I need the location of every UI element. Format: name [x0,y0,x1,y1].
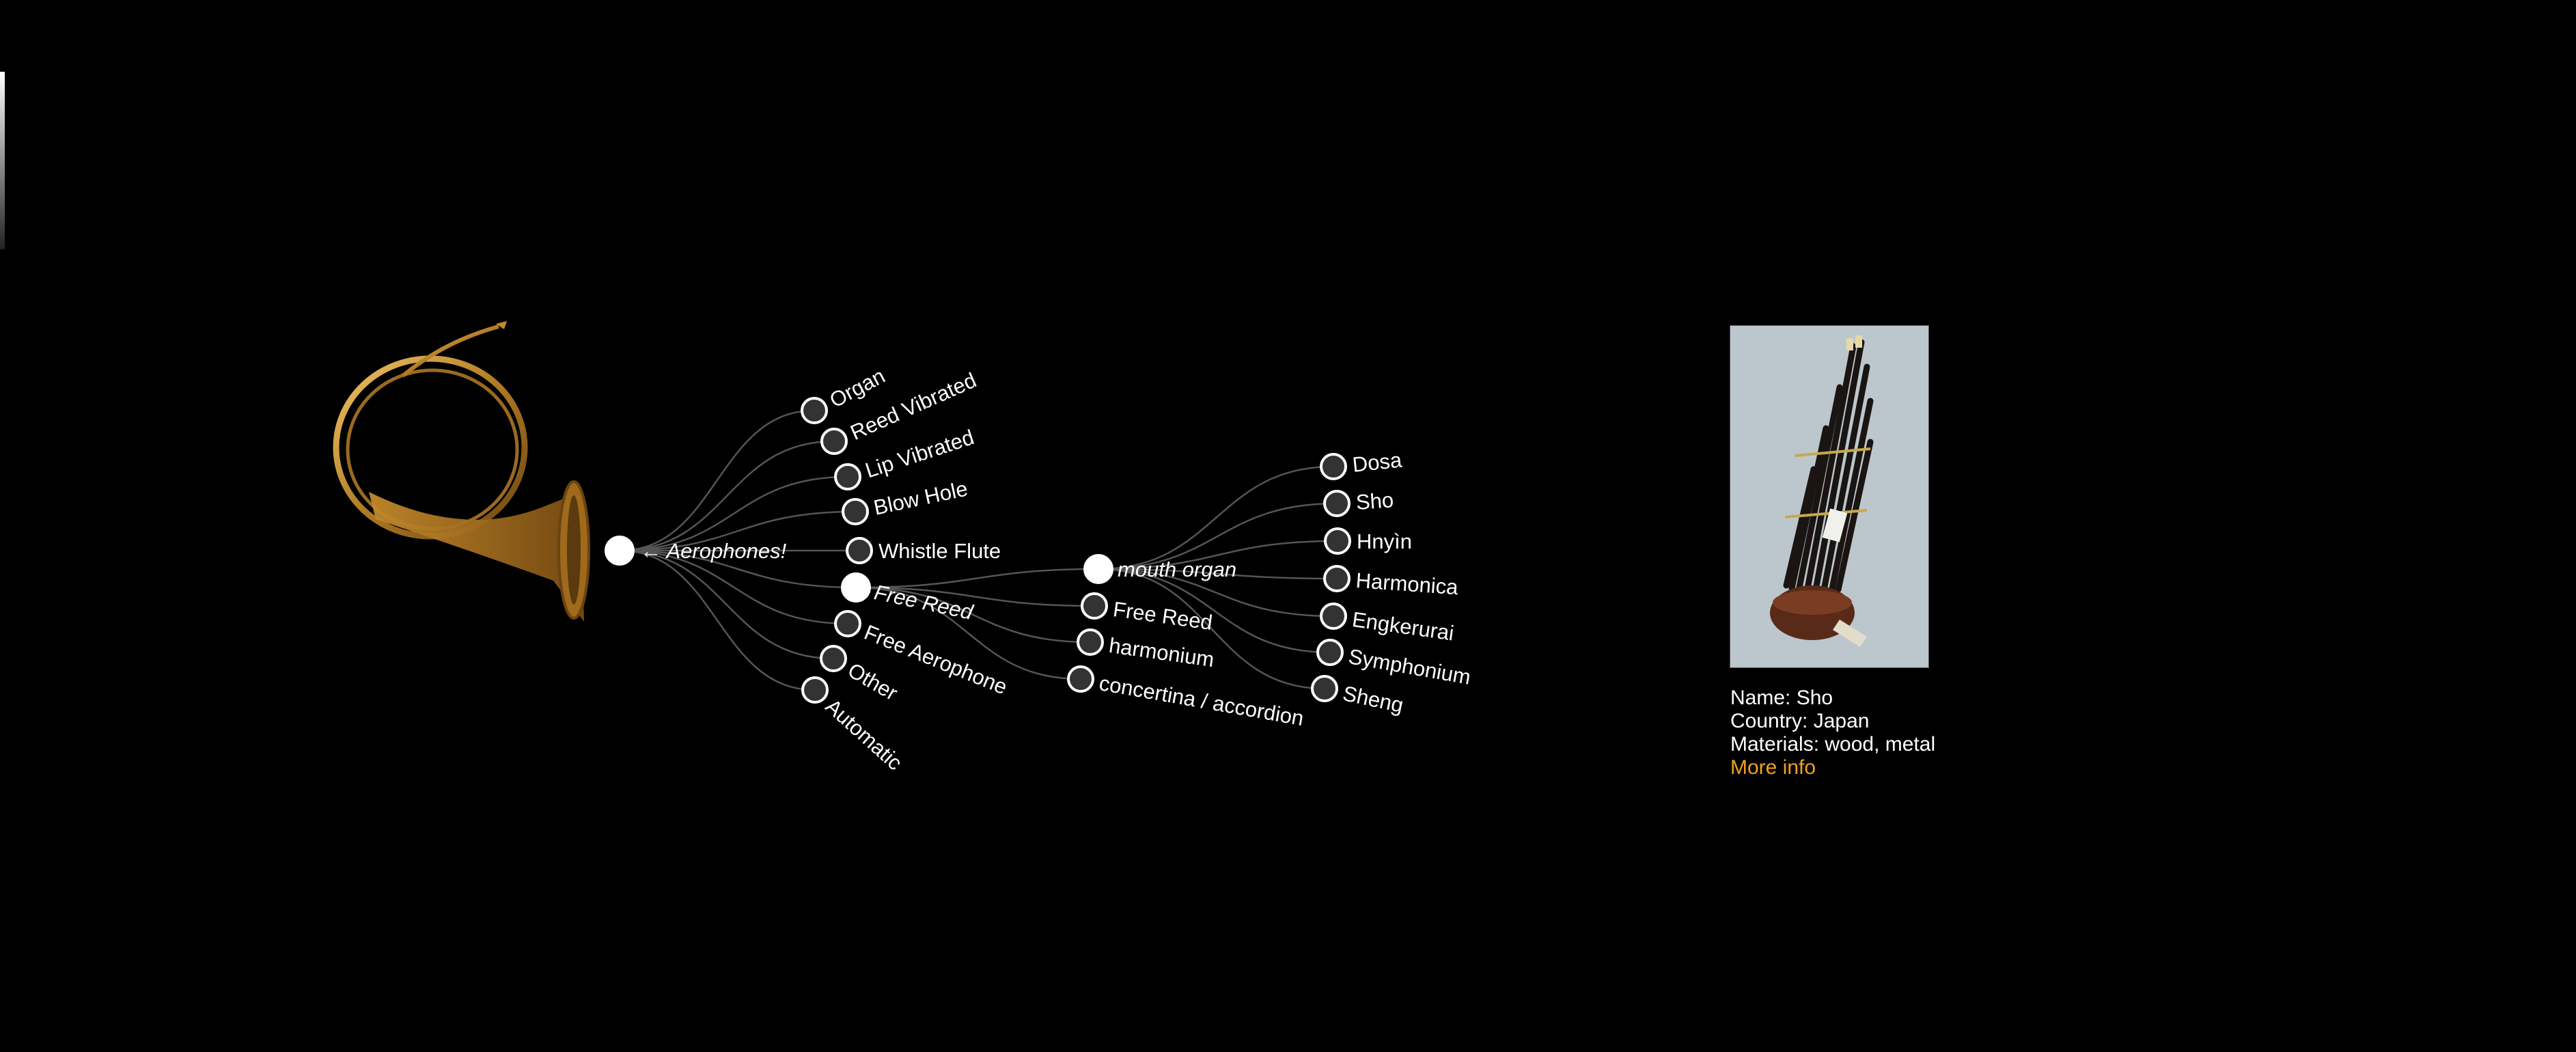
tree-node-other[interactable] [820,645,847,672]
tree-link [619,475,848,552]
tree-node-reed-vibrated[interactable] [820,428,848,455]
tree-node-harmonium-l2[interactable] [1077,628,1104,656]
tree-label-free-reed[interactable]: Free Reed [872,580,976,624]
tree-link [619,549,816,691]
tree-node-organ[interactable] [801,397,828,424]
tree-label-other[interactable]: Other [844,658,902,705]
tree-link [619,510,856,552]
info-name: Name: Sho [1730,687,1833,709]
tree-node-free-reed[interactable] [841,572,871,603]
tree-label-mouth-organ-l2[interactable]: mouth organ [1118,557,1236,581]
tree-link [855,586,1091,643]
tree-node-symphonium[interactable] [1316,639,1344,666]
tree-link [1098,568,1325,690]
tree-node-concertina-accordion-l2[interactable] [1067,665,1094,693]
tree-label-symphonium[interactable]: Symphonium [1346,644,1472,689]
tree-node-whistle-flute[interactable] [846,537,873,564]
tree-link [619,549,834,660]
tree-label-sheng[interactable]: Sheng [1341,681,1406,717]
tree-node-dosa[interactable] [1320,453,1347,480]
tree-link [619,549,848,625]
tree-link [855,586,1081,680]
tree-node-automatic[interactable] [801,676,829,704]
tree-link [1098,540,1338,570]
tree-node-harmonica[interactable] [1323,565,1351,592]
tree-link [1098,568,1334,618]
instrument-info: Name: Sho Country: Japan Materials: wood… [1730,687,1935,779]
tree-label-engkerurai[interactable]: Engkerurai [1351,607,1455,646]
tree-node-sheng[interactable] [1311,675,1338,702]
root-label[interactable]: ← Aerophones! [640,539,787,563]
tree-label-harmonium-l2[interactable]: harmonium [1107,633,1215,672]
tree-node-lip-vibrated[interactable] [834,463,861,490]
tree-label-free-reed-l2[interactable]: Free Reed [1111,597,1214,635]
french-horn-image [333,321,590,622]
tree-label-harmonica[interactable]: Harmonica [1355,568,1460,599]
tree-link [855,586,1095,607]
tree-link [619,409,815,552]
scrollbar[interactable] [0,72,5,249]
tree-node-hny-n[interactable] [1324,527,1351,555]
tree-label-concertina-accordion-l2[interactable]: concertina / accordion [1097,671,1305,730]
info-country: Country: Japan [1730,710,1870,732]
tree-link [1098,502,1338,570]
tree-link [619,549,857,589]
tree-label-blow-hole[interactable]: Blow Hole [872,477,970,520]
more-info-link[interactable]: More info [1730,756,1816,779]
tree-label-automatic[interactable]: Automatic [821,694,907,775]
tree-node-free-reed-l2[interactable] [1081,592,1108,620]
tree-label-hny-n[interactable]: Hnyìn [1357,529,1412,553]
tree-link [619,440,835,552]
tree-link [855,568,1099,589]
tree-label-sho[interactable]: Sho [1355,488,1394,514]
root-node[interactable] [605,536,635,566]
info-materials: Materials: wood, metal [1730,733,1936,756]
tree-node-free-aerophone[interactable] [834,610,861,637]
tree-node-mouth-organ-l2[interactable] [1083,554,1113,584]
tree-label-dosa[interactable]: Dosa [1351,448,1403,477]
tree-node-blow-hole[interactable] [842,498,869,525]
tree-link [1098,465,1334,570]
tree-node-engkerurai[interactable] [1320,603,1347,630]
tree-link [1098,568,1331,654]
tree-label-whistle-flute[interactable]: Whistle Flute [878,539,1001,563]
tree-label-organ[interactable]: Organ [826,363,889,412]
tree-link [1098,568,1338,580]
tree-node-sho[interactable] [1323,490,1351,517]
instrument-photo [1730,325,1929,668]
